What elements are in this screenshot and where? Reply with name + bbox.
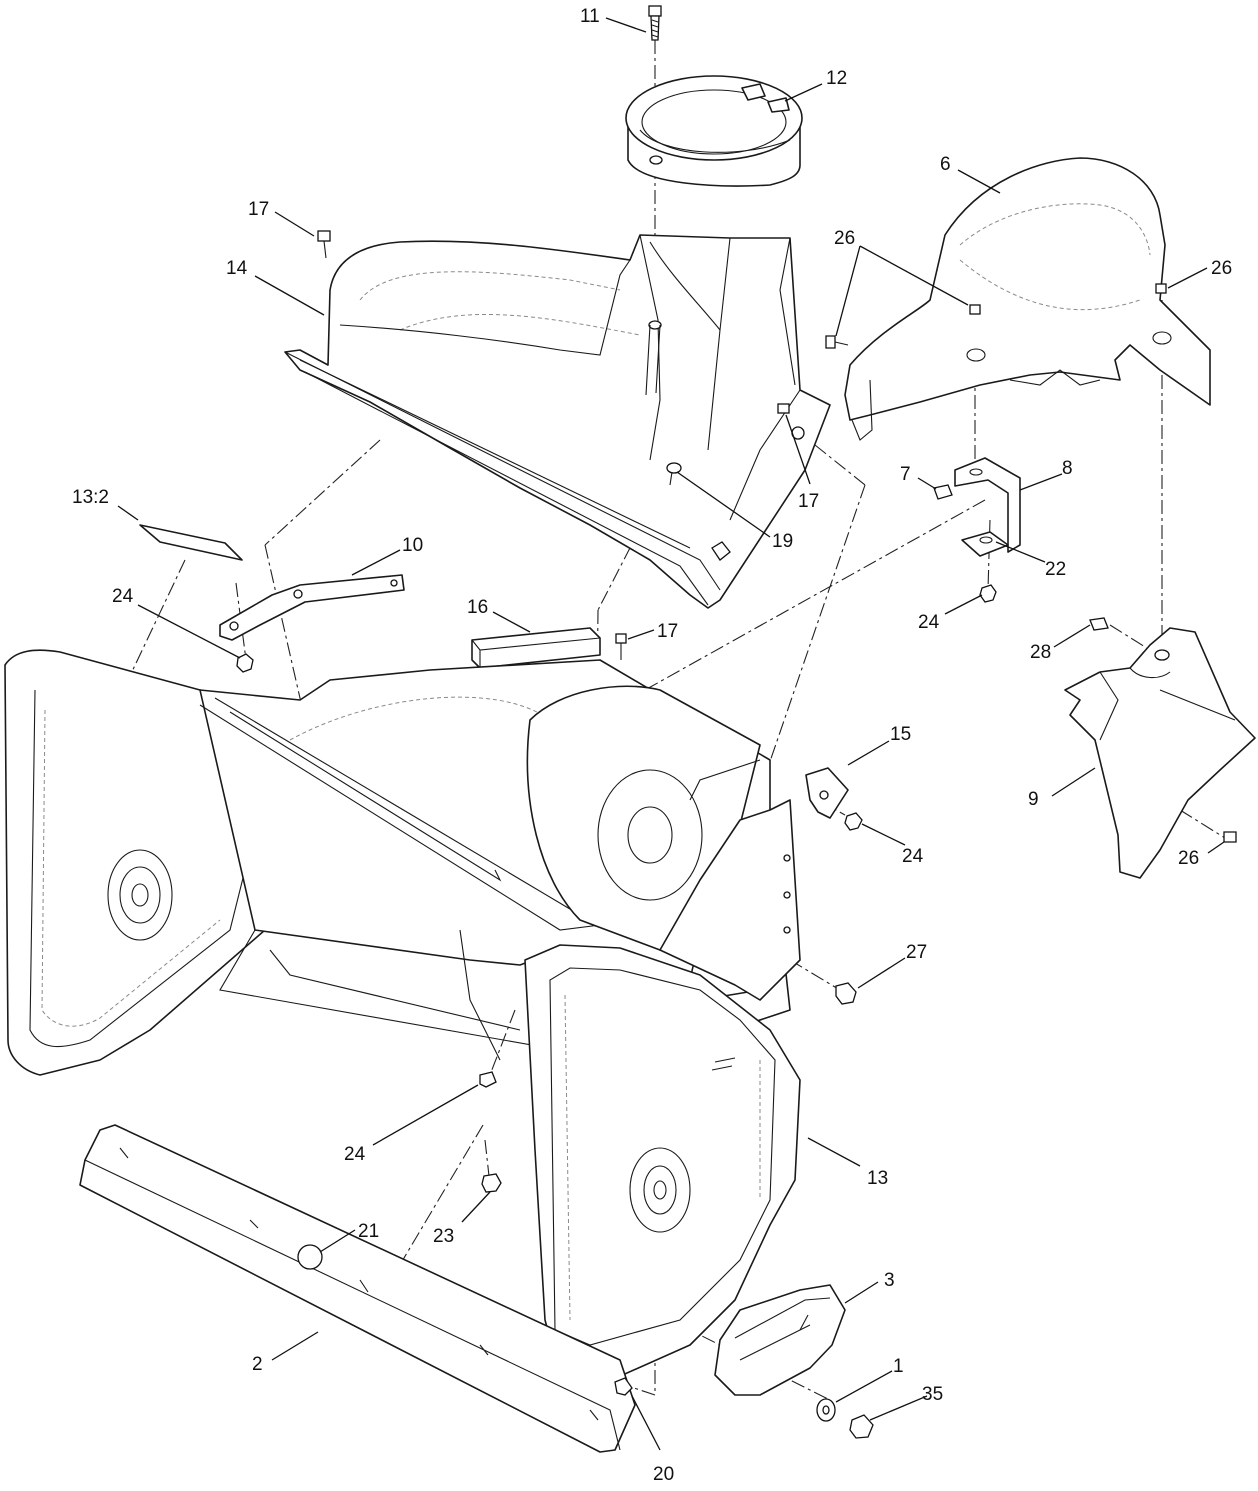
callout-7: 7	[900, 464, 911, 485]
callout-8: 8	[1062, 458, 1073, 479]
chute-ring-part-12	[625, 75, 803, 187]
callout-labels: 11 12 6 17 26 26 14 17 7 8 13:2 19 10 22…	[72, 6, 1232, 1485]
hardware	[236, 230, 1237, 1439]
decal-part-13-2	[139, 524, 243, 561]
bolt-part-11	[648, 5, 662, 41]
leader-lines	[117, 17, 1225, 1451]
callout-24: 24	[902, 846, 924, 867]
callout-9: 9	[1028, 789, 1039, 810]
callout-17: 17	[657, 621, 678, 642]
skid-shoe-part-3	[714, 1284, 846, 1396]
callout-24: 24	[112, 586, 134, 607]
callout-24: 24	[344, 1144, 366, 1165]
bracket-part-15	[805, 767, 849, 819]
callout-16: 16	[467, 597, 488, 618]
callout-13-2: 13:2	[72, 487, 109, 508]
scraper-bar-part-2	[79, 1124, 636, 1453]
callout-1: 1	[893, 1356, 904, 1377]
callout-3: 3	[884, 1270, 895, 1291]
callout-17: 17	[798, 491, 819, 512]
callout-10: 10	[402, 535, 423, 556]
callout-27: 27	[906, 942, 927, 963]
callout-26: 26	[1211, 258, 1232, 279]
callout-24: 24	[918, 612, 940, 633]
callout-35: 35	[922, 1384, 943, 1405]
callout-23: 23	[433, 1226, 454, 1247]
part-16	[471, 627, 601, 669]
callout-11: 11	[580, 6, 600, 27]
callout-26: 26	[834, 228, 855, 249]
callout-28: 28	[1030, 642, 1051, 663]
callout-6: 6	[940, 154, 951, 175]
callout-14: 14	[226, 258, 248, 279]
callout-15: 15	[890, 724, 911, 745]
auger-housing-part-13	[4, 649, 801, 1386]
callout-13: 13	[867, 1168, 888, 1189]
callout-21: 21	[358, 1221, 379, 1242]
callout-26: 26	[1178, 848, 1199, 869]
bracket-part-8	[954, 457, 1021, 557]
callout-17: 17	[248, 199, 269, 220]
strap-part-10	[219, 574, 405, 641]
callout-22: 22	[1045, 559, 1066, 580]
chute-housing-part-14	[284, 234, 831, 609]
callout-2: 2	[252, 1354, 263, 1375]
callout-12: 12	[826, 68, 847, 89]
callout-20: 20	[653, 1464, 674, 1485]
callout-19: 19	[772, 531, 793, 552]
chute-cover-part-6	[844, 157, 1211, 441]
deflector-part-9	[1064, 627, 1256, 879]
